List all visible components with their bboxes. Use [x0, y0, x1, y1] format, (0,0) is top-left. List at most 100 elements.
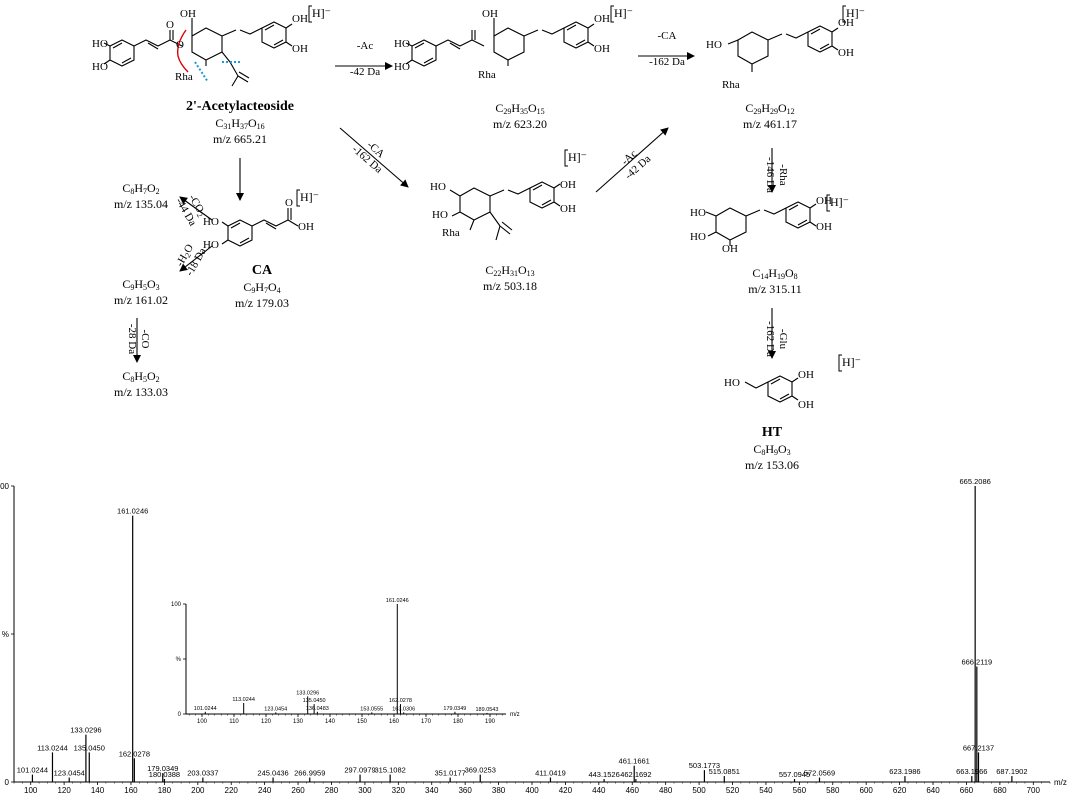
ion-bracket: H]⁻ [830, 195, 849, 209]
peak-label: 443.1526 [588, 770, 619, 779]
x-axis-label: m/z [1054, 778, 1067, 787]
compound-mz: m/z 623.20 [493, 117, 547, 131]
label-ho: HO [394, 61, 410, 73]
ion-bracket: H]⁻ [312, 6, 331, 20]
structure-c315 [705, 201, 817, 246]
peak-label: 133.0296 [296, 690, 319, 696]
label-o: O [285, 197, 293, 209]
structure-parent [103, 18, 293, 87]
peak-label: 667.2137 [963, 743, 994, 752]
label-ho: HO [92, 61, 108, 73]
label-ho: HO [690, 207, 706, 219]
peak-label: 189.0543 [475, 707, 498, 713]
x-tick-label: 140 [325, 719, 336, 725]
peak-label: 369.0253 [465, 766, 496, 775]
compound-mz: m/z 315.11 [748, 282, 802, 296]
y-tick-label: % [2, 630, 9, 639]
step-loss: -CA [657, 30, 677, 42]
label-rha: Rha [722, 79, 740, 91]
ion-bracket: H]⁻ [568, 150, 587, 164]
peak-label: 179.0349 [147, 764, 178, 773]
x-tick-label: 460 [626, 786, 640, 795]
label-ho: HO [690, 231, 706, 243]
peak-label: 663.1966 [956, 767, 987, 776]
peak-label: 266.9959 [294, 769, 325, 778]
x-axis-label: m/z [510, 712, 520, 718]
x-tick-label: 560 [793, 786, 807, 795]
x-tick-label: 100 [24, 786, 38, 795]
step-delta: -162 Da [649, 56, 685, 68]
compound-c315: C14H19O8 m/z 315.11 [730, 265, 820, 297]
label-oh: OH [298, 221, 314, 233]
label-oh: OH [292, 43, 308, 55]
step-loss: -Ac [356, 40, 374, 52]
peak-label: 515.0851 [709, 767, 740, 776]
compound-formula: C29H29O12 [745, 101, 795, 116]
compound-formula: C31H37O16 [215, 116, 265, 131]
compound-name: HT [761, 425, 783, 440]
peak-label: 665.2086 [960, 478, 991, 486]
x-tick-label: 110 [229, 719, 239, 725]
structure-c623 [405, 18, 595, 67]
structure-c461 [727, 25, 839, 72]
x-tick-label: 420 [559, 786, 573, 795]
peak-label: 461.1661 [619, 757, 650, 766]
peak-label: 133.0296 [70, 726, 101, 735]
peak-label: 245.0436 [257, 769, 288, 778]
fragmentation-scheme: HO HO OH O O Rha OH OH HO HO OH Rha OH O… [92, 5, 854, 411]
x-tick-label: 700 [1027, 786, 1041, 795]
label-o: O [166, 19, 174, 31]
x-tick-label: 600 [860, 786, 874, 795]
label-ho: HO [724, 377, 740, 389]
label-oh: OH [816, 221, 832, 233]
step-s9: -CO -28 Da [125, 309, 151, 369]
step-delta: -28 Da [126, 323, 138, 355]
peak-label: 462.1692 [620, 770, 651, 779]
peak-label: 161.0246 [117, 507, 148, 516]
x-tick-label: 190 [485, 719, 496, 725]
compound-formula: C29H35O15 [495, 101, 545, 116]
label-oh: OH [838, 17, 854, 29]
x-tick-label: 380 [492, 786, 506, 795]
x-tick-label: 340 [425, 786, 439, 795]
compound-formula: C8H5O2 [122, 369, 160, 384]
peak-label: 623.1986 [889, 767, 920, 776]
x-tick-label: 140 [91, 786, 105, 795]
compound-formula: C8H9O3 [753, 442, 791, 457]
peak-label: 163.0306 [392, 706, 415, 712]
compound-mz: m/z 179.03 [235, 296, 289, 310]
label-ho: HO [92, 38, 108, 50]
structure-ht [744, 375, 799, 403]
x-tick-label: 240 [258, 786, 272, 795]
x-tick-label: 360 [458, 786, 472, 795]
x-tick-label: 540 [759, 786, 773, 795]
compound-mz: m/z 153.06 [745, 458, 799, 472]
y-tick-label: 100 [171, 602, 182, 608]
arrow-s7 [179, 196, 213, 221]
peak-label: 411.0419 [535, 769, 566, 778]
peak-label: 135.0450 [74, 743, 105, 752]
arrow-s8 [179, 245, 213, 272]
label-rha: Rha [175, 71, 193, 83]
compound-name: 2'-Acetylacteoside [185, 99, 295, 114]
label-oh: OH [838, 47, 854, 59]
peak-label: 179.0349 [443, 706, 466, 712]
label-oh: OH [722, 243, 738, 255]
step-s2: -CA -162 Da [640, 30, 694, 69]
step-loss: -CO [139, 329, 151, 349]
label-ho: HO [203, 216, 219, 228]
label-oh: OH [560, 179, 576, 191]
compound-formula: C22H31O13 [485, 263, 535, 278]
label-o: O [176, 39, 184, 51]
x-tick-label: 180 [158, 786, 172, 795]
label-oh: OH [816, 195, 832, 207]
step-s1: -Ac -42 Da [340, 40, 390, 79]
x-tick-label: 520 [726, 786, 740, 795]
compound-mz: m/z 135.04 [114, 197, 168, 211]
peak-label: 101.0244 [17, 766, 48, 775]
label-ho: HO [203, 239, 219, 251]
compound-c461: C29H29O12 m/z 461.17 [720, 100, 820, 132]
